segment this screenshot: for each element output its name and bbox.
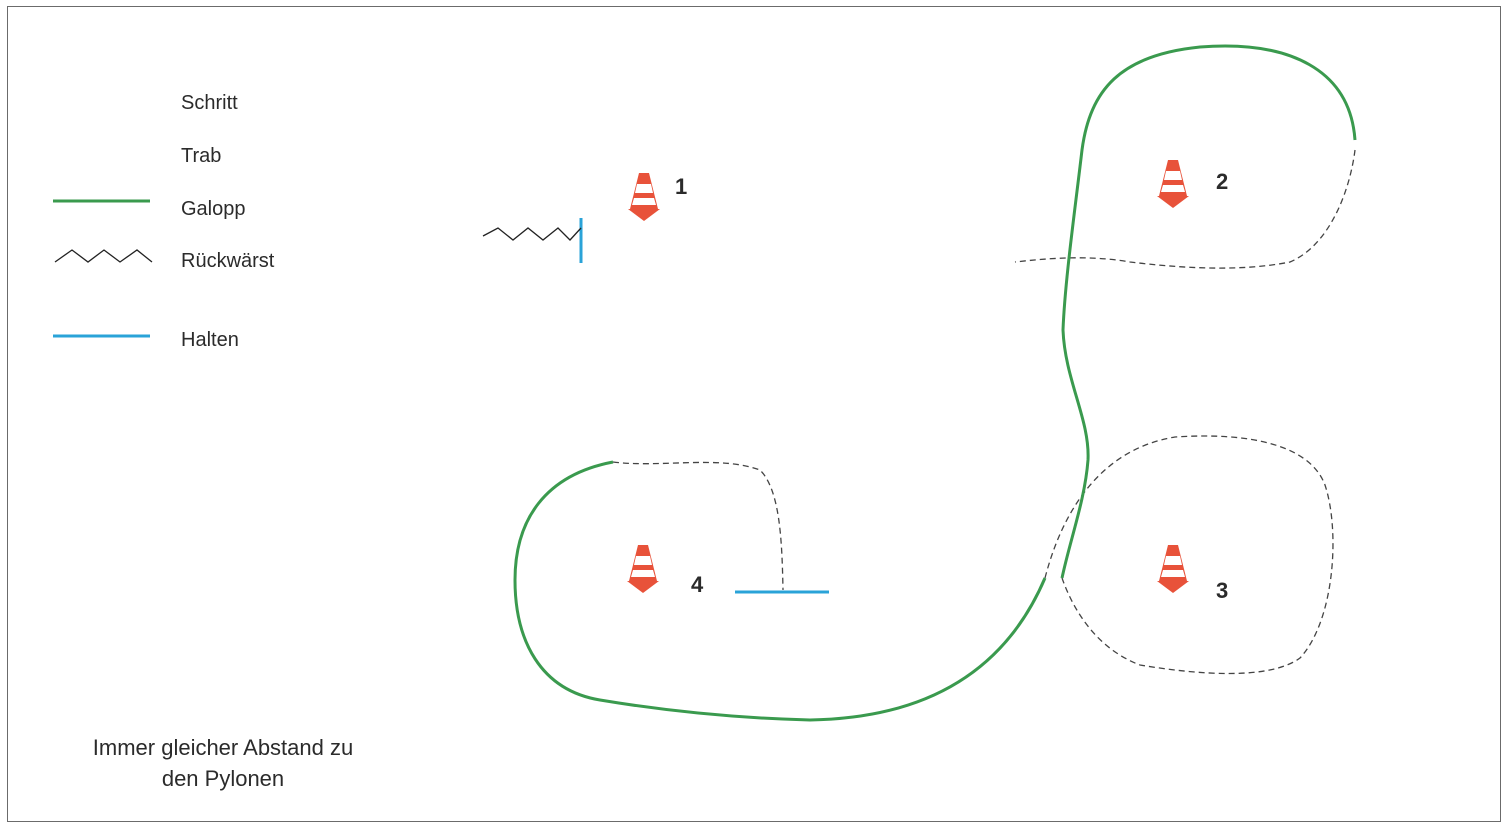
distance-note: Immer gleicher Abstand zu den Pylonen <box>48 732 398 794</box>
distance-note-line-2: den Pylonen <box>161 766 285 791</box>
cone-number-3: 3 <box>1216 578 1229 603</box>
dashed-path-loop-2 <box>1014 149 1356 269</box>
legend-rueckwaerts-swatch <box>54 249 153 263</box>
cone-number-1: 1 <box>675 174 688 199</box>
cone-1-icon <box>628 173 660 221</box>
legend-label-schritt: Schritt <box>181 92 238 114</box>
rueckwaerts-zigzag <box>482 227 582 241</box>
cone-4-icon <box>627 545 659 593</box>
cone-number-4: 4 <box>691 572 704 597</box>
legend-label-galopp: Galopp <box>181 198 246 220</box>
diagram-frame <box>7 6 1501 822</box>
galopp-path <box>513 44 1357 722</box>
dashed-path-loop-3 <box>1044 435 1334 675</box>
dashed-path-to-halt <box>612 461 784 591</box>
legend-label-trab: Trab <box>181 145 222 167</box>
distance-note-line-1: Immer gleicher Abstand zu <box>92 735 354 760</box>
cone-2-icon <box>1157 160 1189 208</box>
legend-label-halten: Halten <box>181 329 239 351</box>
cone-number-2: 2 <box>1216 169 1229 194</box>
cone-3-icon <box>1157 545 1189 593</box>
legend-label-rueckwaerts: Rückwärst <box>181 250 275 272</box>
